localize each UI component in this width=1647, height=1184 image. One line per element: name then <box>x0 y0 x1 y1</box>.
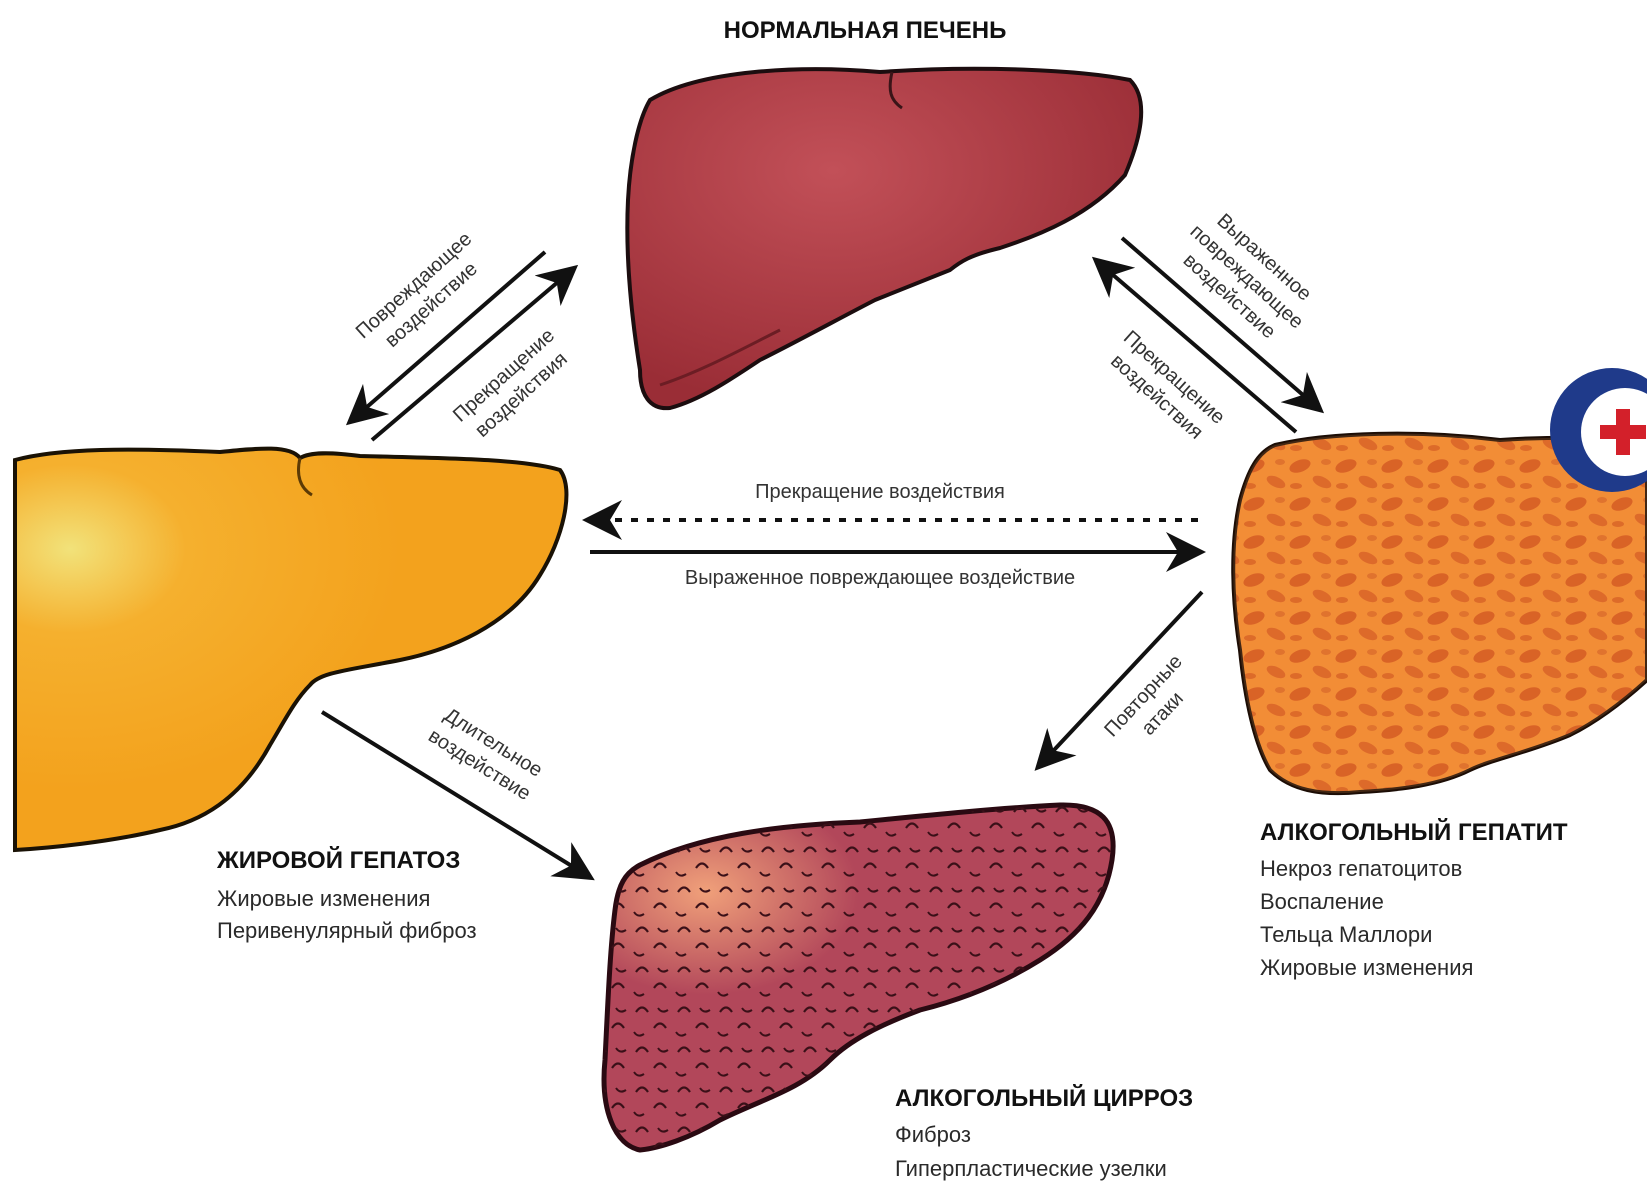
label-normal-to-fatty: Повреждающее воздействие <box>352 228 494 363</box>
label-normal-to-hepatitis: Выраженное повреждающее воздействие <box>1168 201 1325 353</box>
label-hepatitis-to-normal: Прекращение воздействия <box>1102 326 1229 448</box>
label-hepatitis-to-cirrhosis: Повторные атаки <box>1100 651 1206 759</box>
label-fatty-to-hepatitis: Выраженное повреждающее воздействие <box>685 567 1075 589</box>
hepatitis-line-2: Воспаление <box>1260 889 1384 914</box>
hepatitis-liver-image <box>1233 434 1647 793</box>
cirrhosis-line-2: Гиперпластические узелки <box>895 1156 1167 1181</box>
cirrhosis-line-1: Фиброз <box>895 1122 971 1147</box>
normal-liver-title: НОРМАЛЬНАЯ ПЕЧЕНЬ <box>724 17 1007 44</box>
normal-liver-image <box>627 69 1141 408</box>
fatty-liver-title: ЖИРОВОЙ ГЕПАТОЗ <box>216 846 460 874</box>
label-fatty-to-normal: Прекращение воздействия <box>449 324 576 446</box>
fatty-liver-line-2: Перивенулярный фиброз <box>217 918 477 943</box>
hepatitis-line-4: Жировые изменения <box>1260 955 1473 980</box>
fatty-liver-line-1: Жировые изменения <box>217 886 430 911</box>
hepatitis-title: АЛКОГОЛЬНЫЙ ГЕПАТИТ <box>1260 818 1568 846</box>
cirrhosis-title: АЛКОГОЛЬНЫЙ ЦИРРОЗ <box>895 1084 1193 1112</box>
label-hepatitis-to-fatty: Прекращение воздействия <box>755 481 1005 503</box>
arrow-hepatitis-to-cirrhosis <box>1040 592 1202 765</box>
label-fatty-to-cirrhosis: Длительное воздействие <box>424 703 548 805</box>
hepatitis-line-1: Некроз гепатоцитов <box>1260 856 1462 881</box>
hepatitis-line-3: Тельца Маллори <box>1260 922 1432 947</box>
fatty-liver-image <box>15 449 566 850</box>
